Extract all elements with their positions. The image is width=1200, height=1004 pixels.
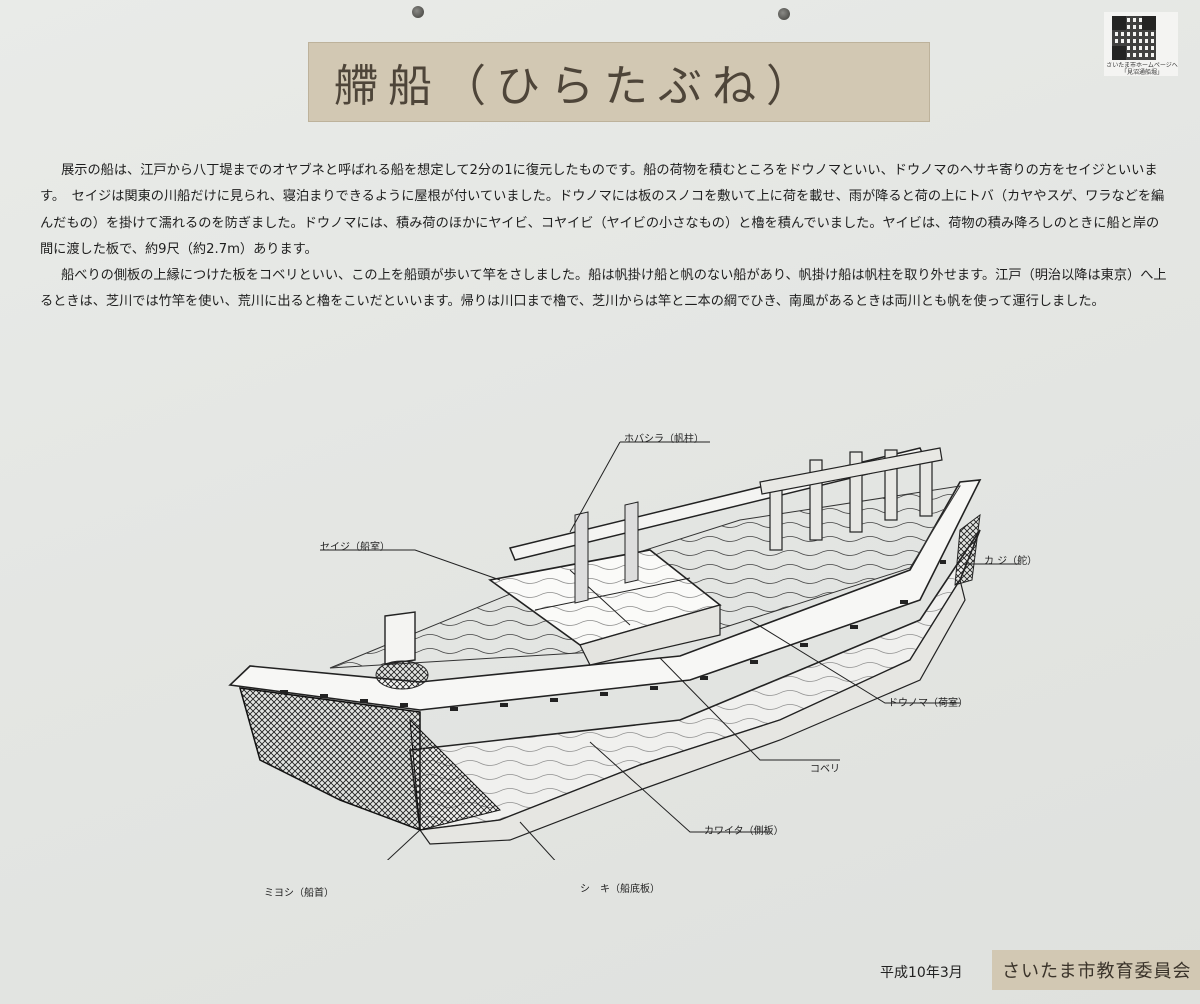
footer-org: さいたま市教育委員会	[1002, 961, 1192, 982]
callout-lines	[320, 441, 1020, 860]
cabin-front	[579, 604, 721, 666]
label-kaji: カ ジ（舵）	[984, 556, 1038, 567]
qr-caption-line2: 「見沼通船堀」	[1120, 69, 1163, 76]
hull-bottom	[418, 578, 966, 845]
label-dounoma: ドウノマ（荷室）	[888, 698, 968, 709]
mast-post-1	[574, 511, 589, 604]
title-plate: 艜船（ひらたぶね）	[308, 42, 930, 122]
gunwale	[228, 479, 982, 711]
description-text: 展示の船は、江戸から八丁堤までのオヤブネと呼ばれる船を想定して2分の1に復元した…	[40, 158, 1168, 316]
label-hobashira: ホバシラ（帆柱）	[624, 434, 704, 445]
label-seiji: セイジ（船室）	[320, 542, 390, 553]
stern-frames	[759, 447, 943, 551]
footer-date: 平成10年3月	[880, 965, 963, 981]
bow-transom	[238, 687, 421, 832]
bow-strake	[409, 718, 501, 831]
label-kawaita: カワイタ（側板）	[704, 826, 784, 837]
paragraph-1: 展示の船は、江戸から八丁堤までのオヤブネと呼ばれる船を想定して2分の1に復元した…	[40, 163, 1165, 257]
rudder	[954, 513, 981, 586]
qr-caption-line1: さいたま市ホームページへ	[1106, 62, 1178, 69]
label-koberi: コベリ	[810, 764, 840, 775]
bow-bollard	[384, 611, 416, 665]
qr-code-panel[interactable]: さいたま市ホームページへ 「見沼通船堀」	[1104, 12, 1178, 76]
rivet-right	[778, 8, 790, 20]
qr-caption: さいたま市ホームページへ 「見沼通船堀」	[1106, 62, 1178, 76]
paragraph-2: 船べりの側板の上縁につけた板をコベリといい、この上を船頭が歩いて竿をさしました。…	[40, 268, 1167, 310]
label-miyoshi: ミヨシ（船首）	[264, 888, 334, 899]
label-shiki: シ キ（船底板）	[580, 884, 660, 895]
footer-org-plate: さいたま市教育委員会	[992, 950, 1200, 990]
boat-illustration	[228, 441, 1020, 860]
rivet-left	[412, 6, 424, 18]
hull-side-grain	[410, 530, 980, 830]
qr-code-icon[interactable]	[1112, 16, 1156, 60]
mast-post-2	[624, 501, 639, 584]
gunwale-holes	[280, 560, 946, 711]
page-title: 艜船（ひらたぶね）	[334, 61, 820, 112]
